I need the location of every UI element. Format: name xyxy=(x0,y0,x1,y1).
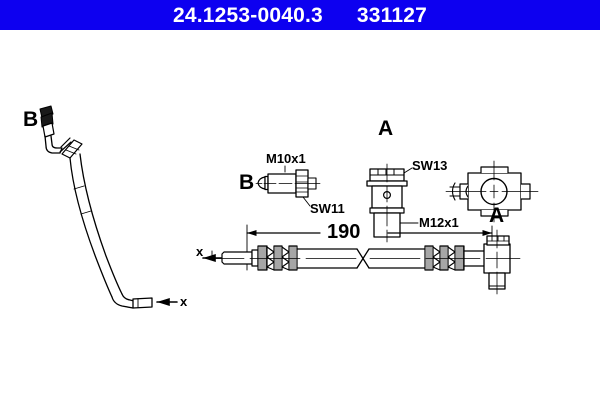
hose-assembly-side-view xyxy=(202,229,521,295)
perspective-end-label-x: x xyxy=(180,294,188,309)
detail-a-banjo-bolt xyxy=(366,163,419,243)
assembly-dimension-value: 190 xyxy=(327,221,361,243)
detail-b-thread-label: M10x1 xyxy=(266,151,306,166)
detail-a-callout: A xyxy=(378,117,394,140)
title-bar: 24.1253-0040.3 331127 xyxy=(0,0,600,30)
bracket-front-view xyxy=(445,160,539,223)
detail-b-fitting xyxy=(255,165,321,207)
detail-b-callout: B xyxy=(239,171,255,194)
hose-perspective-view xyxy=(39,105,178,309)
technical-drawing-area: B x B M10x1 SW11 A SW13 M12x1 190 x A xyxy=(0,30,600,400)
assembly-left-end-label: x xyxy=(196,244,204,259)
drawing-vector xyxy=(39,105,539,309)
detail-b-wrench-label: SW11 xyxy=(310,201,345,216)
part-number: 24.1253-0040.3 xyxy=(172,3,323,27)
assembly-right-end-label: A xyxy=(489,204,505,227)
perspective-end-label-b: B xyxy=(23,108,39,131)
detail-a-thread-label: M12x1 xyxy=(419,215,459,230)
detail-a-wrench-label: SW13 xyxy=(412,158,448,173)
reference-number: 331127 xyxy=(356,3,428,27)
